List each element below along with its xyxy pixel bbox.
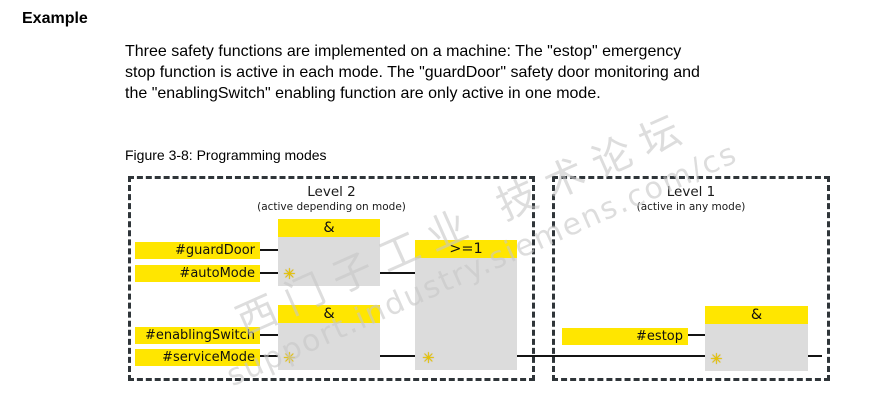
- level1-title: Level 1: [666, 184, 716, 200]
- and-block-auto-mode: & ✳: [278, 219, 380, 286]
- level1-region: Level 1 (active in any mode): [552, 176, 830, 381]
- paragraph-line: the "enablingSwitch" enabling function a…: [125, 85, 601, 102]
- asterisk-icon: ✳: [422, 349, 435, 367]
- section-heading: Example: [22, 10, 88, 27]
- wire-servicemode-to-and: [260, 355, 278, 357]
- operand-tag-servicemode: #serviceMode: [135, 349, 260, 366]
- or-block-header: >=1: [415, 240, 517, 258]
- wire-automode-to-and: [260, 272, 278, 274]
- level2-title: Level 2: [307, 184, 356, 200]
- wire-or-to-estop-and: [517, 355, 705, 357]
- operand-tag-automode: #autoMode: [135, 265, 260, 282]
- wire-estop-to-and: [688, 334, 705, 336]
- operand-tag-guarddoor: #guardDoor: [135, 242, 260, 259]
- and-block-body: ✳: [278, 237, 380, 286]
- section-paragraph: Three safety functions are implemented o…: [125, 41, 700, 104]
- and-block-body: ✳: [278, 323, 380, 370]
- level2-subtitle: (active depending on mode): [257, 201, 406, 213]
- figure-caption: Figure 3-8: Programming modes: [125, 147, 327, 163]
- and-block-body: ✳: [705, 324, 808, 371]
- and-block-service-mode: & ✳: [278, 305, 380, 370]
- level1-subtitle: (active in any mode): [636, 201, 746, 213]
- or-block-body: ✳: [415, 258, 517, 370]
- wire-enablingswitch-to-and: [260, 334, 278, 336]
- or-block: >=1 ✳: [415, 240, 517, 370]
- and-block-header: &: [705, 306, 808, 324]
- and-block-header: &: [278, 305, 380, 323]
- and-block-header: &: [278, 219, 380, 237]
- and-block-estop: & ✳: [705, 306, 808, 371]
- wire-and-to-or-upper: [380, 272, 415, 274]
- paragraph-line: stop function is active in each mode. Th…: [125, 64, 700, 81]
- operand-tag-enablingswitch: #enablingSwitch: [135, 327, 260, 344]
- asterisk-icon: ✳: [283, 265, 296, 283]
- paragraph-line: Three safety functions are implemented o…: [125, 43, 682, 60]
- asterisk-icon: ✳: [283, 349, 296, 367]
- wire-and-to-or-lower: [380, 355, 415, 357]
- level2-region: Level 2 (active depending on mode): [128, 176, 535, 381]
- operand-tag-estop: #estop: [562, 328, 688, 345]
- wire-guarddoor-to-and: [260, 249, 278, 251]
- wire-and-output: [808, 355, 822, 357]
- asterisk-icon: ✳: [710, 350, 723, 368]
